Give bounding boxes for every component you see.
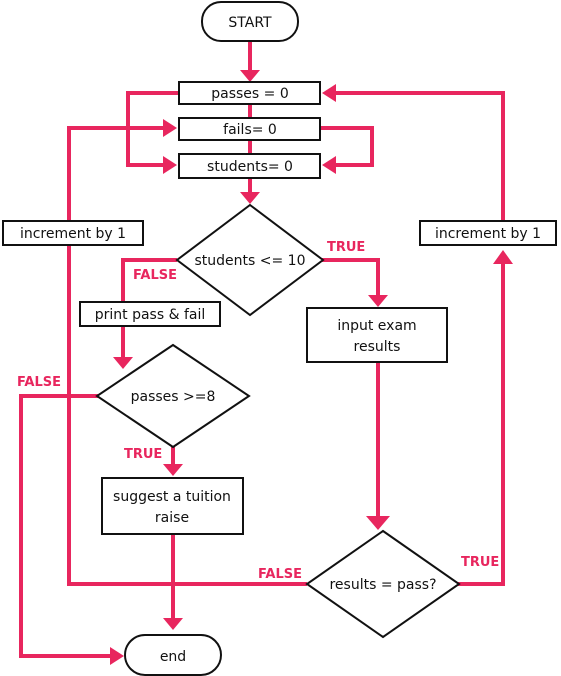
node-fails-init-label: fails= 0 [223,122,277,138]
node-increment-right-label: increment by 1 [435,226,541,242]
node-passes-check: passes >=8 [95,343,251,449]
edge-check-true-head [368,295,388,307]
edge-start-passes-head [240,70,260,82]
node-passes-check-label: passes >=8 [131,389,216,405]
edge-result-false [67,126,307,586]
edge-passes-students-bypass-head [163,156,177,174]
edge-fails-students-bypass [320,126,374,167]
edge-passes-true-head [163,464,183,476]
node-print-results-label: print pass & fail [95,307,206,323]
label-result-false: FALSE [258,567,302,582]
node-start-label: START [228,15,272,31]
node-passes-init-label: passes = 0 [211,86,289,102]
node-fails-init: fails= 0 [178,117,321,141]
edge-passes-false [19,394,110,658]
edge-input-check-head [366,516,390,530]
edge-increment-passes-head [322,84,336,102]
label-passes-false: FALSE [17,375,61,390]
node-start: START [201,1,299,42]
node-result-check-label: results = pass? [329,577,436,593]
node-passes-init: passes = 0 [178,81,321,105]
node-students-init-label: students= 0 [207,159,293,175]
node-suggest-raise-line-2: raise [155,510,189,526]
node-print-results: print pass & fail [79,301,221,327]
edge-students-check-head [240,192,260,204]
node-suggest-raise-line-1: suggest a tuition [113,489,231,505]
label-students-true: TRUE [327,240,365,255]
node-students-check-label: students <= 10 [195,253,306,269]
edge-result-false-head [163,119,177,137]
edge-print-passes-head [113,357,133,369]
label-passes-true: TRUE [124,447,162,462]
node-students-init: students= 0 [178,153,321,179]
node-input-results-line-2: results [354,339,401,355]
edge-result-true [458,264,505,586]
node-suggest-raise: suggest a tuition raise [101,477,244,535]
edge-labels: TRUE FALSE TRUE FALSE TRUE FALSE [17,240,499,582]
node-end: end [124,634,222,676]
edge-passes-false-head [110,647,124,665]
label-students-false: FALSE [133,268,177,283]
connectors [19,41,513,665]
edge-fails-students-bypass-head [322,156,336,174]
node-increment-left-label: increment by 1 [20,226,126,242]
edge-increment-passes [336,91,505,221]
node-result-check: results = pass? [305,529,461,639]
label-result-true: TRUE [461,555,499,570]
edge-check-false [121,258,177,302]
node-increment-left: increment by 1 [2,220,144,246]
node-students-check: students <= 10 [175,203,325,317]
edge-result-true-head [493,250,513,264]
node-increment-right: increment by 1 [419,220,557,246]
edge-check-true [322,258,380,295]
node-end-label: end [160,649,186,665]
edge-suggest-end-head [163,618,183,630]
node-input-results: input exam results [306,307,448,363]
node-input-results-line-1: input exam [337,318,416,334]
